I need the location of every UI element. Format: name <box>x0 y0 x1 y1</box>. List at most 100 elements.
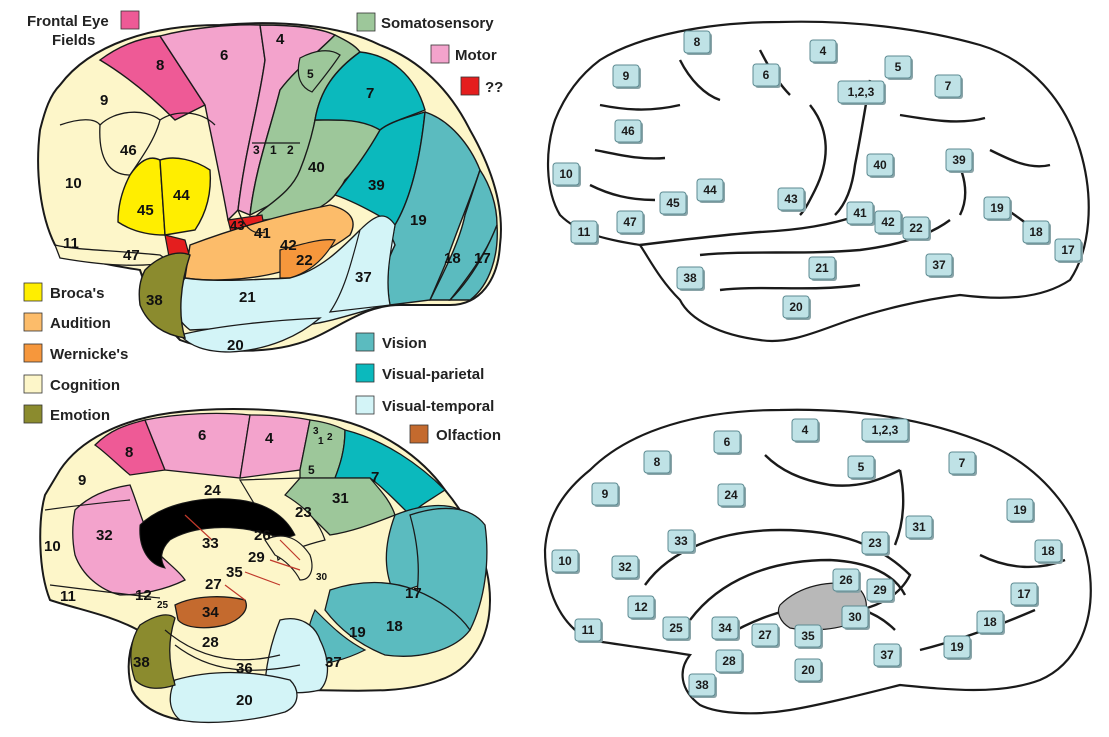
m-region-34 <box>174 596 247 629</box>
lat-label: 4 <box>276 31 285 48</box>
medial-tag-34: 34 <box>711 616 740 641</box>
medial-tag-11: 11 <box>574 618 603 643</box>
med-label: 31 <box>332 490 349 507</box>
lateral-tag-46: 46 <box>614 119 643 144</box>
region-38 <box>138 252 191 339</box>
lateral-tag-label: 5 <box>895 60 902 74</box>
m-region-38 <box>130 614 176 689</box>
med-label: 36 <box>236 660 253 677</box>
medial-tag-label: 4 <box>802 423 809 437</box>
medial-tag-24: 24 <box>717 483 746 508</box>
medial-tag-label: 12 <box>634 600 648 614</box>
legend-label-frontal-eye-2: Fields <box>52 32 95 49</box>
medial-inner-lines <box>44 499 301 671</box>
lateral-tag-47: 47 <box>616 210 645 235</box>
lateral-tag-21: 21 <box>808 256 837 281</box>
lat-label: 43 <box>230 218 244 233</box>
lateral-colored-brain <box>37 22 502 353</box>
medial-tag-label: 37 <box>880 648 894 662</box>
medial-tag-27: 27 <box>751 623 780 648</box>
lateral-tag-label: 38 <box>683 271 697 285</box>
lat-label: 21 <box>239 289 256 306</box>
medial-tag-17: 17 <box>1010 582 1039 607</box>
med-label: 25 <box>157 600 169 611</box>
legend-label-audition: Audition <box>50 315 111 332</box>
lateral-tag-20: 20 <box>782 295 811 320</box>
legend-swatch-broca <box>23 282 43 302</box>
medial-tag-label: 35 <box>801 629 815 643</box>
lateral-tag-label: 6 <box>763 68 770 82</box>
legend-swatch-somatosensory <box>356 12 376 32</box>
lateral-tag-8: 8 <box>683 30 712 55</box>
lateral-tag-1-2-3: 1,2,3 <box>837 80 886 105</box>
medial-tag-19: 19 <box>943 635 972 660</box>
med-label: 33 <box>202 535 219 552</box>
medial-tag-label: 32 <box>618 560 632 574</box>
legend-label-vision: Vision <box>382 335 427 352</box>
lat-label: 41 <box>254 225 271 242</box>
lateral-tag-label: 9 <box>623 69 630 83</box>
lat-label: 8 <box>156 57 164 74</box>
med-label: 6 <box>198 427 206 444</box>
region-45 <box>117 157 166 236</box>
medial-tag-5: 5 <box>847 455 876 480</box>
medial-tag-19: 19 <box>1006 498 1035 523</box>
med-label: 9 <box>78 472 86 489</box>
med-label: 27 <box>205 576 222 593</box>
lateral-tag-5: 5 <box>884 55 913 80</box>
legend-label-motor: Motor <box>455 47 497 64</box>
medial-tag-12: 12 <box>627 595 656 620</box>
medial-tag-7: 7 <box>948 451 977 476</box>
legend-swatch-visual-parietal <box>355 363 375 383</box>
med-label: 17 <box>405 585 422 602</box>
lateral-tag-label: 42 <box>881 215 895 229</box>
lateral-tag-label: 18 <box>1029 225 1043 239</box>
medial-tag-6: 6 <box>713 430 742 455</box>
medial-tag-37: 37 <box>873 643 902 668</box>
med-label: 20 <box>236 692 253 709</box>
medial-tag-label: 6 <box>724 435 731 449</box>
lateral-tag-40: 40 <box>866 153 895 178</box>
region-9-border <box>59 112 216 126</box>
lat-label: 10 <box>65 175 82 192</box>
m-region-37 <box>264 618 329 694</box>
lateral-tag-43: 43 <box>777 187 806 212</box>
legend-swatch-audition <box>23 312 43 332</box>
medial-tag-20: 20 <box>794 658 823 683</box>
lateral-tag-label: 20 <box>789 300 803 314</box>
medial-tag-10: 10 <box>551 549 580 574</box>
medial-tag-25: 25 <box>662 616 691 641</box>
legend-label-unknown: ?? <box>485 79 503 96</box>
m-region-17-18 <box>324 581 471 657</box>
region-17 <box>448 224 498 301</box>
legend-label-cognition: Cognition <box>50 377 120 394</box>
lat-label: 5 <box>307 67 314 81</box>
legend-label-broca: Broca's <box>50 285 104 302</box>
lateral-tag-19: 19 <box>983 196 1012 221</box>
lat-label: 45 <box>137 202 154 219</box>
med-label: 11 <box>60 588 76 605</box>
med-label: 34 <box>202 604 219 621</box>
medial-tag-label: 11 <box>582 623 595 637</box>
legend-label-somatosensory: Somatosensory <box>381 15 494 32</box>
region-37 <box>328 215 396 313</box>
med-label: 24 <box>204 482 221 499</box>
legend-swatch-cognition <box>23 374 43 394</box>
m-corpus-callosum <box>139 498 296 569</box>
medial-tag-label: 28 <box>722 654 736 668</box>
lateral-tag-38: 38 <box>676 266 705 291</box>
lateral-tag-label: 41 <box>853 206 867 220</box>
m-region-4 <box>239 414 311 479</box>
medial-colored-labels: 3 1 2 6 4 8 5 7 9 24 23 31 32 33 26 29 3… <box>44 426 422 709</box>
med-label: 28 <box>202 634 219 651</box>
lateral-tag-22: 22 <box>902 216 931 241</box>
legend-swatch-frontal-eye <box>120 10 140 30</box>
lat-label: 44 <box>173 187 190 204</box>
medial-tag-label: 17 <box>1017 587 1031 601</box>
legend-label-visual-temporal: Visual-temporal <box>382 398 494 415</box>
med-label: 10 <box>44 538 61 555</box>
medial-tag-label: 1,2,3 <box>872 423 899 437</box>
region-41-42 <box>184 204 354 281</box>
medial-tag-label: 31 <box>912 520 926 534</box>
lateral-tag-45: 45 <box>659 191 688 216</box>
